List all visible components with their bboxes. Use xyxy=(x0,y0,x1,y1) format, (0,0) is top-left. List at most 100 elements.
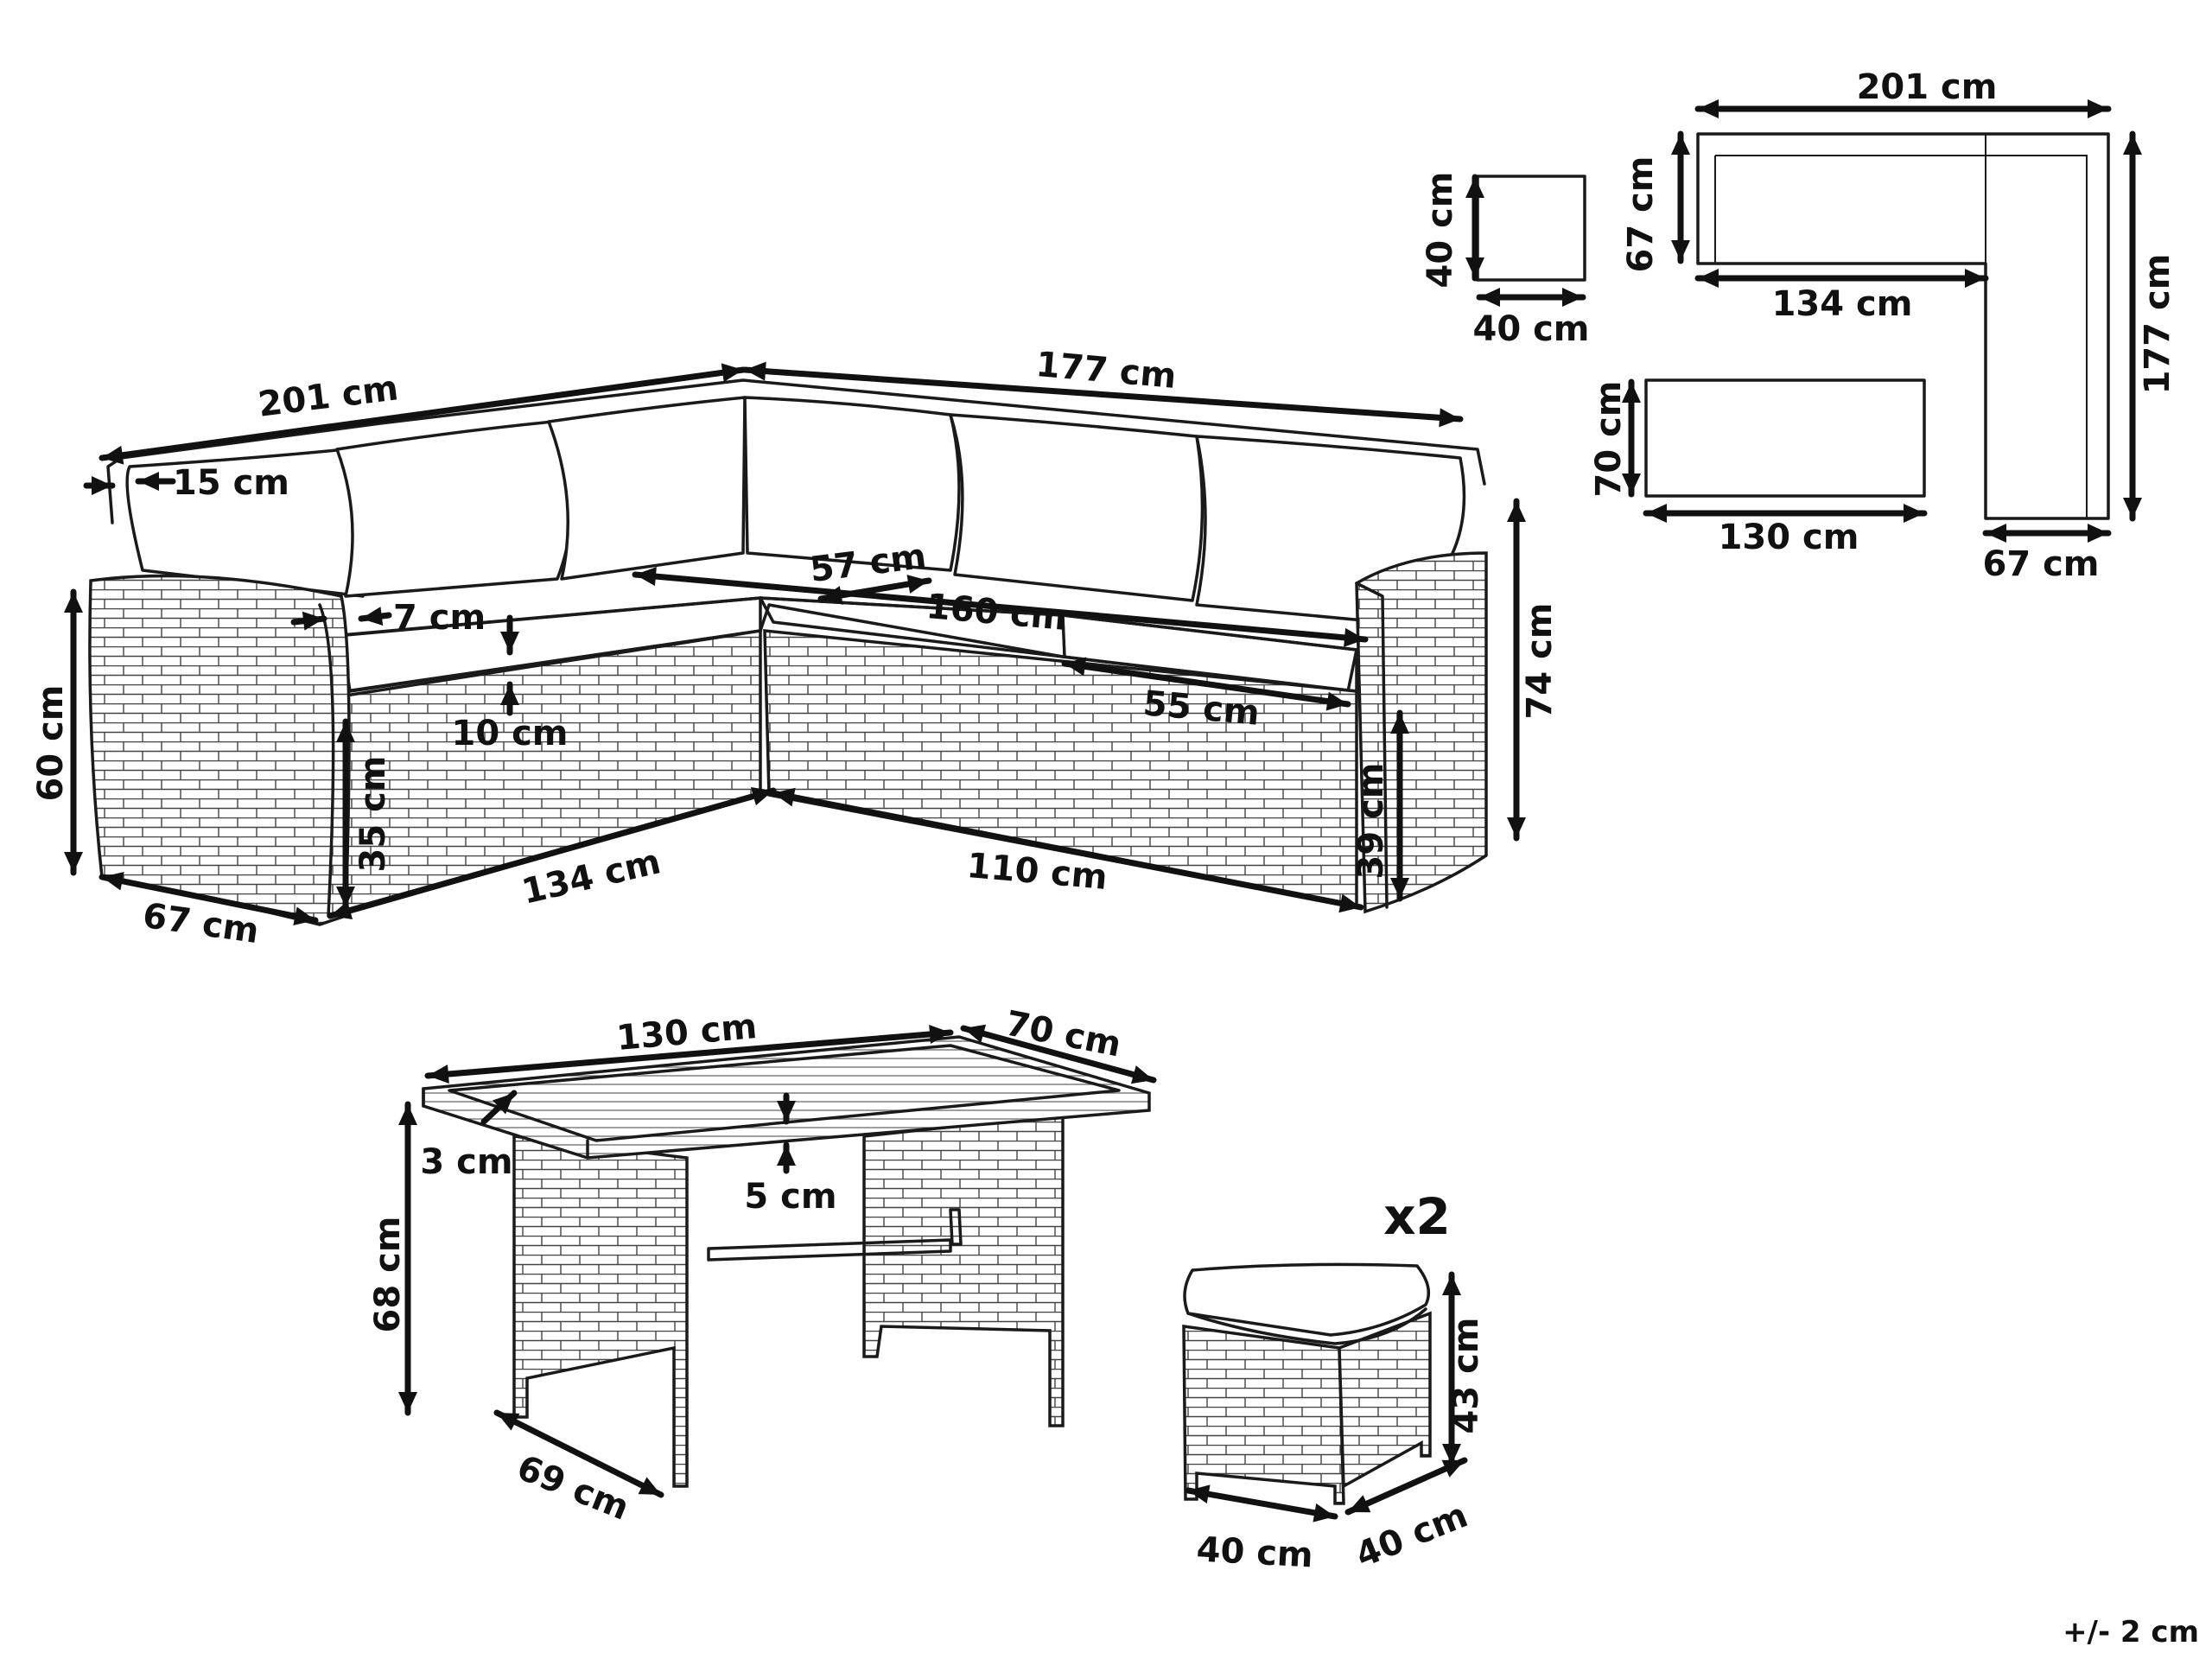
arrow-head xyxy=(1622,474,1641,494)
arrow-head xyxy=(102,871,124,891)
arrow-head xyxy=(492,1093,514,1115)
dimension-line xyxy=(493,1409,664,1498)
arrow-head xyxy=(777,1145,796,1166)
arrow-head xyxy=(293,906,315,926)
arrow-head xyxy=(336,721,355,742)
arrow-head xyxy=(1313,1503,1335,1522)
label-table-inset-5: 5 cm xyxy=(744,1177,836,1217)
arrow-head xyxy=(1442,1274,1461,1295)
stool-base xyxy=(1182,1324,1345,1505)
dimension-line xyxy=(960,1025,1157,1084)
arrow-head xyxy=(2123,134,2142,155)
arrow-head xyxy=(635,567,657,587)
arrow-head xyxy=(1465,177,1484,198)
table-leg-right xyxy=(862,1113,1065,1427)
left-armrest xyxy=(88,574,351,926)
arrow-head xyxy=(1671,240,1690,261)
label-stool-top-h-40: 40 cm xyxy=(1421,172,1460,289)
back-cushion xyxy=(743,396,961,572)
label-table-frame-3: 3 cm xyxy=(420,1142,512,1182)
arrow-head xyxy=(1065,657,1087,677)
arrow-head xyxy=(1441,1459,1465,1478)
arrow-head xyxy=(1646,504,1667,523)
arrow-head xyxy=(1442,1444,1461,1465)
arrow-head xyxy=(1348,1495,1371,1513)
top-view-table xyxy=(1644,378,1926,498)
dimension-line xyxy=(770,790,1364,911)
arrow-head xyxy=(1344,627,1365,647)
dimension-line xyxy=(99,366,747,461)
back-cushion xyxy=(547,396,747,581)
dimension-line xyxy=(424,1029,954,1079)
label-corner-depth-67: 67 cm xyxy=(1621,156,1661,273)
arrow-head xyxy=(500,684,519,705)
arrow-head xyxy=(745,361,766,381)
arrow-head xyxy=(102,445,124,465)
arrow-head xyxy=(1698,269,1719,288)
label-seat-height-39: 39 cm xyxy=(1351,763,1391,880)
label-stool-width-40: 40 cm xyxy=(1196,1530,1314,1576)
arrow-head xyxy=(1507,817,1526,838)
arrow-head xyxy=(92,476,112,495)
arrow-head xyxy=(1986,524,2006,543)
arrow-head xyxy=(2088,99,2108,118)
label-stool-height-43: 43 cm xyxy=(1446,1318,1486,1434)
back-cushion xyxy=(335,420,573,598)
arrow-head xyxy=(361,607,384,626)
arrow-head xyxy=(929,1025,950,1044)
arrow-head xyxy=(1562,288,1583,307)
label-arm-height-60: 60 cm xyxy=(31,685,71,802)
arrow-head xyxy=(1479,288,1500,307)
arrow-head xyxy=(1965,269,1986,288)
top-views xyxy=(1476,132,2110,520)
arrow-head xyxy=(1130,1065,1154,1084)
arrow-head xyxy=(1188,1484,1211,1504)
arrow-head xyxy=(1622,382,1641,403)
dimension-line xyxy=(1344,1457,1468,1516)
label-corner-side-67: 67 cm xyxy=(1983,544,2100,584)
arrow-head xyxy=(2088,524,2108,543)
label-seat-height-35: 35 cm xyxy=(353,756,393,873)
label-table-base-depth-69: 69 cm xyxy=(512,1448,634,1529)
label-armrest-top-15: 15 cm xyxy=(173,463,289,503)
arrow-head xyxy=(64,852,83,873)
corner-sofa-drawing xyxy=(88,378,1488,926)
label-table-height-68: 68 cm xyxy=(368,1217,408,1333)
label-cushion-thickness-10: 10 cm xyxy=(452,714,569,753)
arrow-head xyxy=(777,1101,796,1122)
arrow-head xyxy=(64,592,83,613)
table-leg-left xyxy=(512,1135,689,1488)
label-corner-width-201: 201 cm xyxy=(1857,67,1998,107)
stool-drawing xyxy=(1182,1262,1432,1505)
label-armrest-inner-7: 7 cm xyxy=(393,598,486,638)
arrow-head xyxy=(398,1392,417,1413)
label-table-top-width-130: 130 cm xyxy=(1719,518,1859,557)
back-cushion xyxy=(949,413,1205,602)
top-view-corner-sofa xyxy=(1696,132,2110,520)
label-table-top-depth-70: 70 cm xyxy=(1589,381,1629,498)
arrow-head xyxy=(1325,691,1348,711)
stool-base xyxy=(1338,1311,1432,1489)
label-stool-quantity: x2 xyxy=(1383,1187,1451,1246)
label-sofa-width-201: 201 cm xyxy=(256,368,400,424)
arrow-head xyxy=(721,363,743,383)
arrow-head xyxy=(1698,99,1719,118)
arrow-head xyxy=(773,787,796,807)
arrow-head xyxy=(336,887,355,907)
arrow-head xyxy=(500,632,519,652)
dimension-line xyxy=(1061,660,1351,708)
arrow-head xyxy=(1465,257,1484,278)
arrow-head xyxy=(330,900,353,920)
dimension-line xyxy=(1185,1487,1338,1520)
arrow-head xyxy=(1507,501,1526,522)
arrow-head xyxy=(1671,134,1690,155)
arrow-head xyxy=(1439,408,1460,428)
arrow-head xyxy=(750,786,773,806)
arrow-head xyxy=(428,1065,449,1084)
arrow-head xyxy=(2123,498,2142,518)
arrow-head xyxy=(497,1413,520,1431)
arrow-head xyxy=(1338,893,1361,913)
dimension-line xyxy=(327,787,777,919)
label-corner-length-177: 177 cm xyxy=(2138,254,2177,395)
